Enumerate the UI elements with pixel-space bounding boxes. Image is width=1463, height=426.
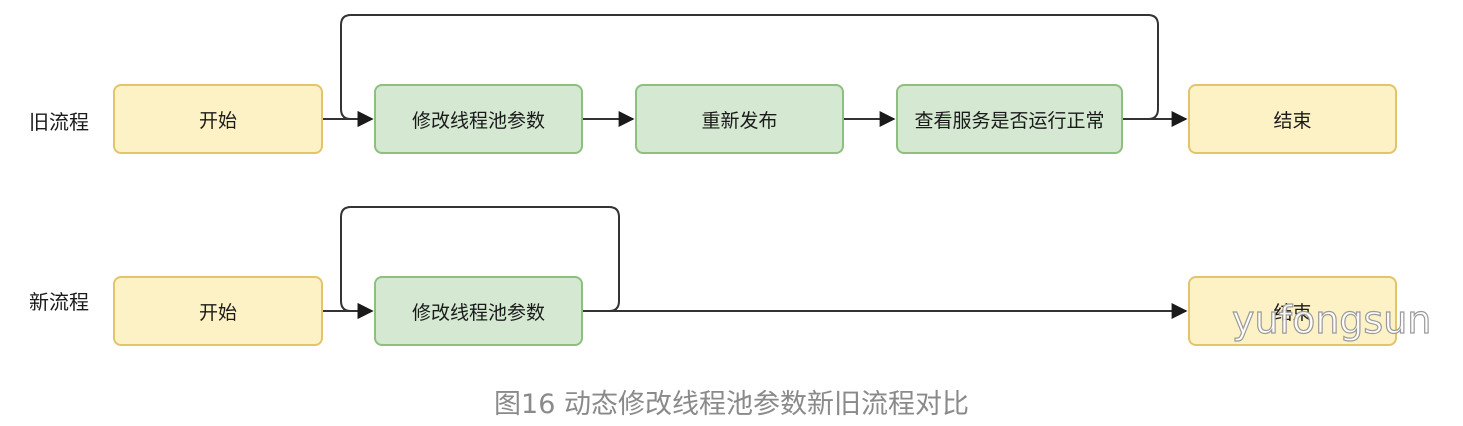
new-loop-back-arrow — [340, 206, 620, 319]
old-republish-label: 重新发布 — [701, 109, 778, 132]
old-loop-back-arrow — [340, 14, 1159, 127]
old-start-label: 开始 — [198, 109, 237, 132]
old-end-node: 结束 — [1188, 84, 1397, 154]
old-end-label: 结束 — [1273, 109, 1312, 132]
figure-caption: 图16 动态修改线程池参数新旧流程对比 — [494, 389, 969, 420]
old-republish-node: 重新发布 — [635, 84, 844, 154]
new-end-label: 结束 — [1273, 301, 1312, 324]
old-start-node: 开始 — [113, 84, 323, 154]
new-start-label: 开始 — [198, 301, 237, 324]
new-start-node: 开始 — [113, 276, 323, 346]
new-flow-label: 新流程 — [29, 290, 89, 314]
new-end-node: 结束 — [1188, 276, 1397, 346]
new-modify-params-label: 修改线程池参数 — [411, 301, 545, 324]
old-check-service-label: 查看服务是否运行正常 — [914, 109, 1105, 132]
old-modify-params-node: 修改线程池参数 — [374, 84, 583, 154]
new-modify-params-node: 修改线程池参数 — [374, 276, 583, 346]
old-check-service-node: 查看服务是否运行正常 — [896, 84, 1123, 154]
old-flow-label: 旧流程 — [29, 110, 89, 134]
author-watermark: yufongsun — [1231, 297, 1432, 342]
old-modify-params-label: 修改线程池参数 — [411, 109, 545, 132]
